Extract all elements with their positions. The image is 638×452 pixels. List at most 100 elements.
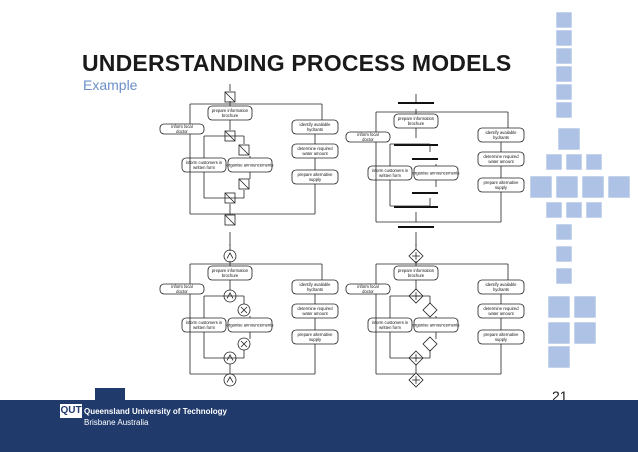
prepare-supply-label: prepare alternative xyxy=(484,180,520,185)
inform-customers-label: written form xyxy=(379,173,401,178)
top-fork-bar xyxy=(398,102,434,104)
footer-tab xyxy=(95,388,125,400)
decorative-square xyxy=(555,245,573,263)
top-connector-mark xyxy=(224,91,236,103)
outer-join-bar xyxy=(398,226,434,228)
decorative-square xyxy=(555,47,573,65)
inform-doctor-label: doctor xyxy=(176,289,188,294)
merge-bar xyxy=(412,192,438,194)
inform-doctor-box xyxy=(345,283,391,295)
determine-water-label: water amount xyxy=(488,159,514,164)
decorative-square xyxy=(555,175,579,199)
identify-hydrants-label: hydrants xyxy=(307,287,323,292)
slide-subtitle: Example xyxy=(83,77,138,93)
decorative-square xyxy=(555,29,573,47)
decorative-square xyxy=(581,175,605,199)
xor-merge-gate-mark xyxy=(240,340,248,348)
decorative-square xyxy=(573,321,597,345)
prepare-brochure-label: brochure xyxy=(222,113,239,118)
prepare-brochure-label: prepare information xyxy=(212,108,249,113)
inner-join-bar xyxy=(394,206,438,208)
inner-fork-bar xyxy=(394,144,438,146)
determine-water-label: water amount xyxy=(302,311,328,316)
prepare-brochure-label: brochure xyxy=(222,273,239,278)
inform-doctor-label: doctor xyxy=(362,137,374,142)
decorative-square xyxy=(557,127,581,151)
prepare-supply-label: prepare alternative xyxy=(298,332,334,337)
inform-customers-label: written form xyxy=(193,165,215,170)
decorative-square xyxy=(529,175,553,199)
decorative-square xyxy=(555,11,573,29)
determine-water-label: determine required xyxy=(483,154,519,159)
prepare-supply-label: prepare alternative xyxy=(484,332,520,337)
inform-doctor-label: doctor xyxy=(176,129,188,134)
inform-customers-label: inform customers in xyxy=(372,168,409,173)
inform-customers-label: inform customers in xyxy=(372,320,409,325)
organise-announcements-label: organise announcements xyxy=(412,323,459,328)
identify-hydrants-label: identify available xyxy=(486,130,518,135)
inform-doctor-box xyxy=(159,123,205,135)
decorative-square xyxy=(555,267,573,285)
determine-water-label: water amount xyxy=(302,151,328,156)
xor-connector-mark xyxy=(238,144,250,156)
decorative-square xyxy=(547,295,571,319)
inform-doctor-box xyxy=(159,283,205,295)
xor-merge-connector-mark xyxy=(238,178,250,190)
inform-doctor-box xyxy=(345,131,391,143)
inner-join-gate-mark xyxy=(226,354,234,361)
identify-hydrants-label: hydrants xyxy=(493,287,509,292)
inform-customers-label: written form xyxy=(193,325,215,330)
determine-water-label: determine required xyxy=(297,146,333,151)
identify-hydrants-label: hydrants xyxy=(307,127,323,132)
prepare-brochure-label: brochure xyxy=(408,273,425,278)
footer-institution: Queensland University of Technology xyxy=(84,407,227,416)
outer-join-gate xyxy=(223,373,237,387)
slide-title: UNDERSTANDING PROCESS MODELS xyxy=(82,50,512,76)
prepare-brochure-label: brochure xyxy=(408,121,425,126)
decorative-square xyxy=(545,201,563,219)
prepare-supply-label: prepare alternative xyxy=(298,172,334,177)
organise-announcements-label: organise announcements xyxy=(226,163,273,168)
identify-hydrants-label: identify available xyxy=(300,282,332,287)
qut-logo: QUT xyxy=(60,404,82,418)
identify-hydrants-label: identify available xyxy=(300,122,332,127)
decorative-square xyxy=(547,345,571,369)
outer-join-gate-mark xyxy=(226,376,234,383)
exclusive-merge-gateway xyxy=(422,336,438,352)
organise-announcements-label: organise announcements xyxy=(412,171,459,176)
decorative-square xyxy=(585,153,603,171)
identify-hydrants-label: hydrants xyxy=(493,135,509,140)
xor-gate-mark xyxy=(240,306,248,314)
determine-water-label: determine required xyxy=(297,306,333,311)
identify-hydrants-label: identify available xyxy=(486,282,518,287)
decorative-square xyxy=(565,153,583,171)
decision-bar xyxy=(412,158,438,160)
inform-doctor-label: doctor xyxy=(362,289,374,294)
inform-customers-label: inform customers in xyxy=(186,320,223,325)
inform-doctor-label: inform local xyxy=(171,284,192,289)
inform-doctor-label: inform local xyxy=(171,124,192,129)
decorative-square xyxy=(555,101,573,119)
inform-doctor-label: inform local xyxy=(357,132,378,137)
inner-and-gate-mark xyxy=(226,292,234,299)
determine-water-label: water amount xyxy=(488,311,514,316)
prepare-supply-label: supply xyxy=(495,185,508,190)
decorative-square xyxy=(555,223,573,241)
prepare-brochure-label: prepare information xyxy=(398,116,435,121)
inform-customers-label: written form xyxy=(379,325,401,330)
inform-doctor-label: inform local xyxy=(357,284,378,289)
prepare-supply-label: supply xyxy=(309,177,322,182)
top-and-gate xyxy=(223,249,237,263)
decorative-square xyxy=(565,201,583,219)
decorative-square xyxy=(573,295,597,319)
prepare-supply-label: supply xyxy=(309,337,322,342)
prepare-brochure-label: prepare information xyxy=(398,268,435,273)
decorative-square xyxy=(545,153,563,171)
exclusive-gateway xyxy=(422,302,438,318)
determine-water-label: determine required xyxy=(483,306,519,311)
decorative-square xyxy=(555,65,573,83)
decorative-square xyxy=(547,321,571,345)
